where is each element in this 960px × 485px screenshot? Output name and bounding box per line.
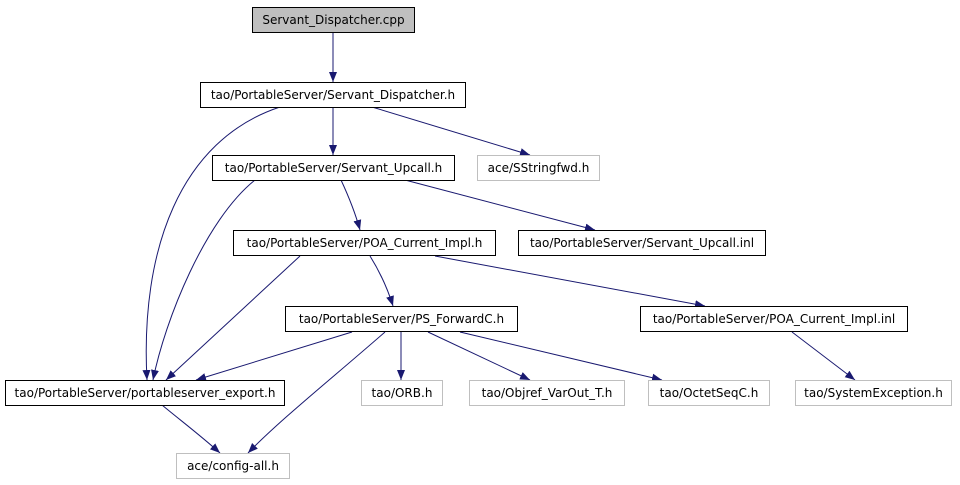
edge-dispatcher-export (142, 106, 281, 381)
node-config-all-h[interactable]: ace/config-all.h (176, 453, 290, 479)
node-systemexception-h[interactable]: tao/SystemException.h (795, 380, 952, 406)
edge-upcall-upcallinl (404, 179, 596, 232)
edge-poacurrent-export (165, 255, 301, 381)
edge-dispatcher-sstringfwd (371, 106, 531, 156)
edge-psforward-export (195, 331, 353, 381)
edge-psforward-octetseq (459, 331, 663, 382)
node-orb-h[interactable]: tao/ORB.h (361, 380, 443, 406)
node-octetseqc-h[interactable]: tao/OctetSeqC.h (648, 380, 770, 406)
edge-poainl-sysexc (791, 331, 856, 381)
edge-psforward-objref (427, 331, 531, 381)
edge-upcall-poacurrent (340, 179, 362, 231)
node-portableserver-export-h[interactable]: tao/PortableServer/portableserver_export… (5, 380, 285, 406)
node-servant-upcall-h[interactable]: tao/PortableServer/Servant_Upcall.h (212, 155, 455, 181)
node-objref-varout-t-h[interactable]: tao/Objref_VarOut_T.h (469, 380, 625, 406)
node-poa-current-impl-h[interactable]: tao/PortableServer/POA_Current_Impl.h (233, 230, 496, 256)
node-sstringfwd-h[interactable]: ace/SStringfwd.h (477, 155, 600, 181)
node-ps-forwardc-h[interactable]: tao/PortableServer/PS_ForwardC.h (285, 306, 518, 332)
edge-psforward-configall (247, 331, 386, 454)
node-servant-dispatcher-h[interactable]: tao/PortableServer/Servant_Dispatcher.h (200, 82, 466, 108)
edge-poacurrent-psforward (369, 255, 394, 307)
edge-upcall-export (151, 179, 256, 381)
edge-poacurrent-poainl (434, 255, 706, 309)
node-poa-current-impl-inl[interactable]: tao/PortableServer/POA_Current_Impl.inl (640, 306, 908, 332)
node-servant-dispatcher-cpp[interactable]: Servant_Dispatcher.cpp (252, 7, 415, 33)
edge-export-configall (161, 404, 221, 454)
node-servant-upcall-inl[interactable]: tao/PortableServer/Servant_Upcall.inl (518, 230, 766, 256)
